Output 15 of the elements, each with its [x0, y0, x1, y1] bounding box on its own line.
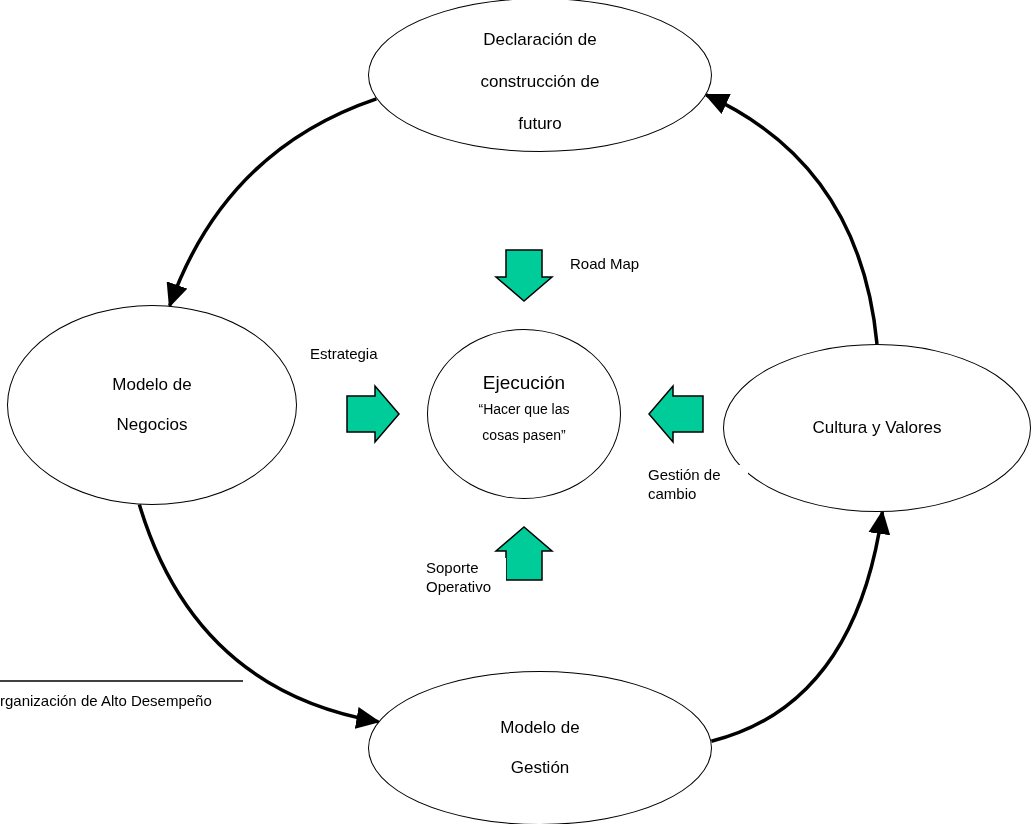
curved-arrow — [710, 510, 890, 743]
edge-label: Soporte Operativo — [426, 558, 506, 596]
node-title: Cultura y Valores — [812, 417, 942, 439]
curved-arrow — [704, 93, 879, 345]
footnote-text: rganización de Alto Desempeño — [0, 691, 212, 711]
block-arrow — [493, 526, 555, 581]
node-title: Modelo de Gestión — [499, 717, 581, 779]
block-arrow — [493, 249, 555, 302]
block-arrow — [346, 383, 400, 445]
block-arrow — [648, 383, 704, 445]
node-subtitle: “Hacer que las cosas pasen” — [477, 400, 571, 445]
node-title: Ejecución — [482, 371, 566, 395]
curved-arrow — [137, 504, 381, 728]
node-title: Declaración de construcción de futuro — [479, 29, 601, 135]
node-title: Modelo de Negocios — [111, 374, 193, 436]
